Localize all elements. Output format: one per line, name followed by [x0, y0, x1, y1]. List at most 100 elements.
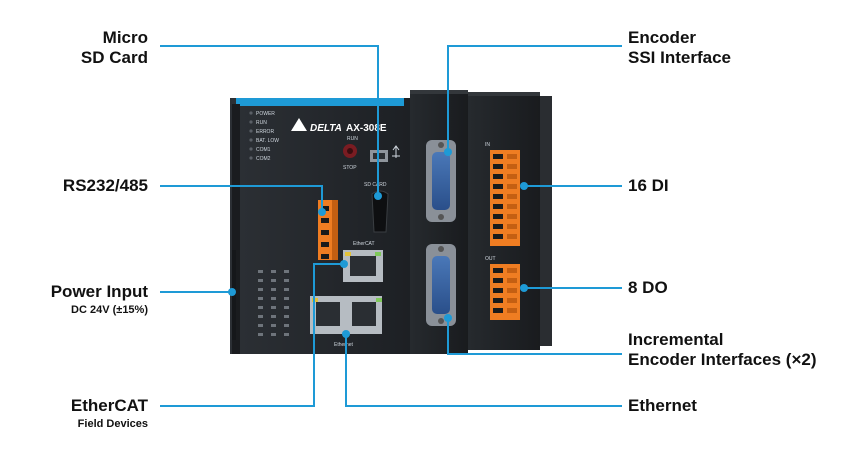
di-terminal-slot — [493, 234, 503, 239]
callout-line-incremental — [447, 318, 622, 355]
label-power-input: Power Input DC 24V (±15%) — [51, 282, 148, 316]
power-pin — [271, 306, 276, 309]
status-led-label: RUN — [256, 120, 267, 126]
svg-text:SD CARD: SD CARD — [364, 182, 387, 188]
power-pin — [284, 270, 289, 273]
svg-text:RUN: RUN — [347, 136, 358, 142]
power-pin — [284, 279, 289, 282]
callout-dot-ethernet — [342, 330, 350, 338]
callout-dot-ethercat — [340, 260, 348, 268]
power-pin — [284, 306, 289, 309]
label-8-do: 8 DO — [628, 278, 668, 298]
power-pin — [271, 288, 276, 291]
callout-line-micro-sd — [160, 45, 379, 195]
callout-dot-micro-sd — [374, 192, 382, 200]
svg-text:Ethernet: Ethernet — [334, 342, 354, 348]
label-16-di: 16 DI — [628, 176, 669, 196]
power-pin — [271, 297, 276, 300]
di-terminal-block — [490, 150, 520, 246]
di-terminal-slot — [493, 154, 503, 159]
do-terminal-lever — [507, 298, 517, 303]
power-pin — [258, 324, 263, 327]
power-pin — [284, 315, 289, 318]
label-power-line2: DC 24V (±15%) — [71, 303, 148, 316]
di-terminal-lever — [507, 154, 517, 159]
status-led — [249, 147, 253, 151]
svg-text:OUT: OUT — [485, 256, 496, 262]
status-led-label: COM1 — [256, 147, 271, 153]
label-incremental-encoder: Incremental Encoder Interfaces (×2) — [628, 330, 817, 369]
power-pin — [284, 333, 289, 336]
di-terminal-lever — [507, 164, 517, 169]
label-incremental-line2: Encoder Interfaces (×2) — [628, 349, 817, 369]
callout-line-ethernet — [345, 334, 622, 407]
svg-text:DELTA: DELTA — [310, 123, 342, 134]
di-terminal-lever — [507, 204, 517, 209]
label-ethercat-line2: Field Devices — [77, 417, 148, 430]
sd-card-slot — [371, 190, 389, 233]
callout-line-encoder-ssi — [447, 45, 622, 150]
label-micro-sd-line1: Micro — [102, 28, 148, 47]
do-terminal-block — [490, 264, 520, 320]
brand-stripe — [236, 98, 404, 106]
label-encoder-ssi-line1: Encoder — [628, 28, 697, 47]
status-led-label: COM2 — [256, 156, 271, 162]
svg-text:IN: IN — [485, 142, 490, 148]
di-terminal-slot — [493, 194, 503, 199]
do-terminal-lever — [507, 268, 517, 273]
label-ethercat: EtherCAT Field Devices — [71, 396, 148, 430]
di-terminal-slot — [493, 204, 503, 209]
power-pin — [258, 270, 263, 273]
di-terminal-lever — [507, 234, 517, 239]
label-rs232: RS232/485 — [63, 176, 148, 196]
status-led-label: ERROR — [256, 129, 274, 135]
do-terminal-lever — [507, 278, 517, 283]
callout-dot-power — [228, 288, 236, 296]
power-pin — [271, 270, 276, 273]
di-terminal-lever — [507, 184, 517, 189]
delta-logo: DELTA AX-308E — [291, 118, 387, 134]
power-pin — [284, 288, 289, 291]
di-terminal-lever — [507, 214, 517, 219]
do-terminal-slot — [493, 298, 503, 303]
power-pin — [271, 315, 276, 318]
di-terminal-lever — [507, 224, 517, 229]
do-terminal-lever — [507, 288, 517, 293]
power-pin — [284, 324, 289, 327]
status-led-label: BAT. LOW — [256, 138, 279, 144]
svg-text:STOP: STOP — [343, 165, 357, 171]
svg-text:EtherCAT: EtherCAT — [353, 241, 375, 247]
status-led — [249, 138, 253, 142]
usb-icon — [392, 145, 400, 158]
callout-dot-di — [520, 182, 528, 190]
label-micro-sd: Micro SD Card — [81, 28, 148, 67]
di-terminal-slot — [493, 214, 503, 219]
power-pin — [258, 315, 263, 318]
di-terminal-slot — [493, 164, 503, 169]
power-pin — [258, 306, 263, 309]
callout-dot-incremental — [444, 314, 452, 322]
callout-dot-do — [520, 284, 528, 292]
callout-line-rs232 — [160, 185, 323, 210]
dsub-connector-ssi — [426, 140, 456, 222]
power-pin — [271, 279, 276, 282]
power-pin — [284, 297, 289, 300]
ethernet-rj45-ports — [310, 296, 382, 334]
callout-dot-encoder-ssi — [444, 148, 452, 156]
do-terminal-slot — [493, 308, 503, 313]
power-pin — [258, 333, 263, 336]
ethercat-rj45-port — [343, 250, 383, 282]
status-led — [249, 129, 253, 133]
label-power-line1: Power Input — [50, 282, 148, 301]
di-terminal-slot — [493, 184, 503, 189]
svg-text:AX-308E: AX-308E — [346, 123, 387, 134]
label-encoder-ssi-line2: SSI Interface — [628, 47, 731, 67]
label-do-line1: 8 DO — [628, 278, 668, 297]
di-terminal-slot — [493, 224, 503, 229]
power-pin-table — [258, 270, 289, 336]
callout-line-ethercat — [160, 263, 344, 407]
power-pin — [271, 333, 276, 336]
power-pin — [271, 324, 276, 327]
status-led — [249, 156, 253, 160]
